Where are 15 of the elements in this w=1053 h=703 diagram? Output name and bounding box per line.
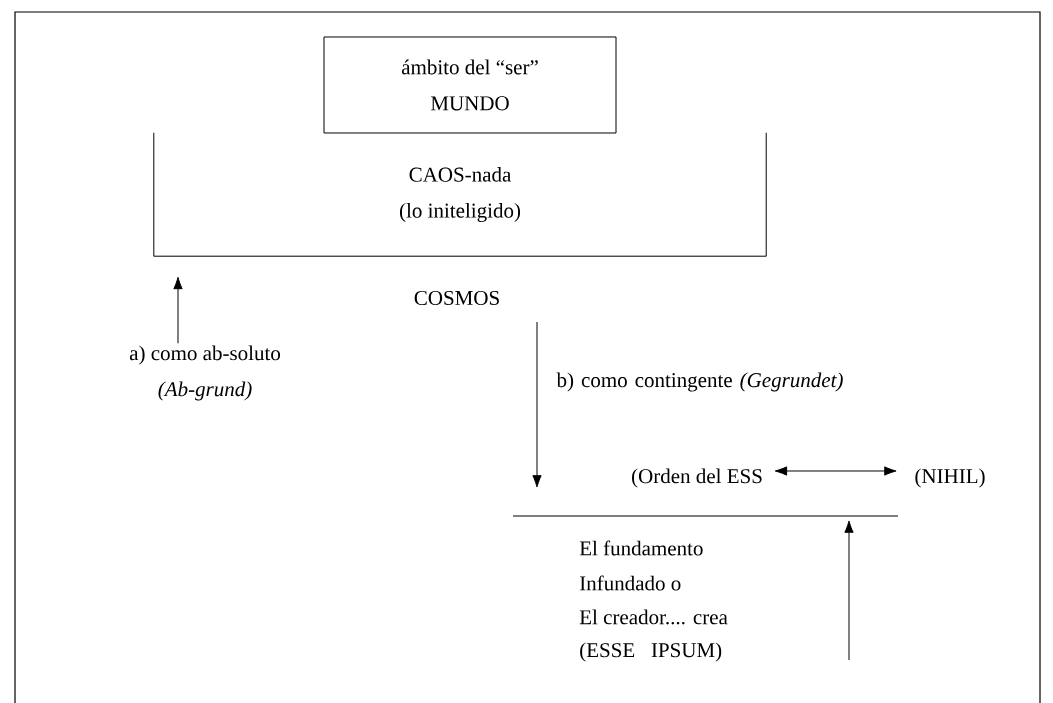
arrow <box>173 276 183 344</box>
arrow <box>774 466 897 476</box>
title-box: ámbito del “ser” MUNDO <box>323 36 617 134</box>
text-label: (Orden del ESS <box>632 468 762 488</box>
arrow <box>532 321 542 488</box>
text-label: El creador.... crea <box>579 609 728 625</box>
text-label: El fundamento <box>579 540 703 556</box>
text-label: (NIHIL) <box>915 468 985 488</box>
text-label: (ESSE IPSUM) <box>580 642 722 662</box>
text-label: Infundado o <box>579 575 681 591</box>
horizontal-line <box>513 515 898 517</box>
edge-label: b) como contingente (Gegrundet) <box>554 371 846 393</box>
text-label: COSMOS <box>414 290 499 306</box>
arrow <box>844 520 854 661</box>
text-label: a) como ab-soluto (Ab-grund) <box>129 345 281 401</box>
